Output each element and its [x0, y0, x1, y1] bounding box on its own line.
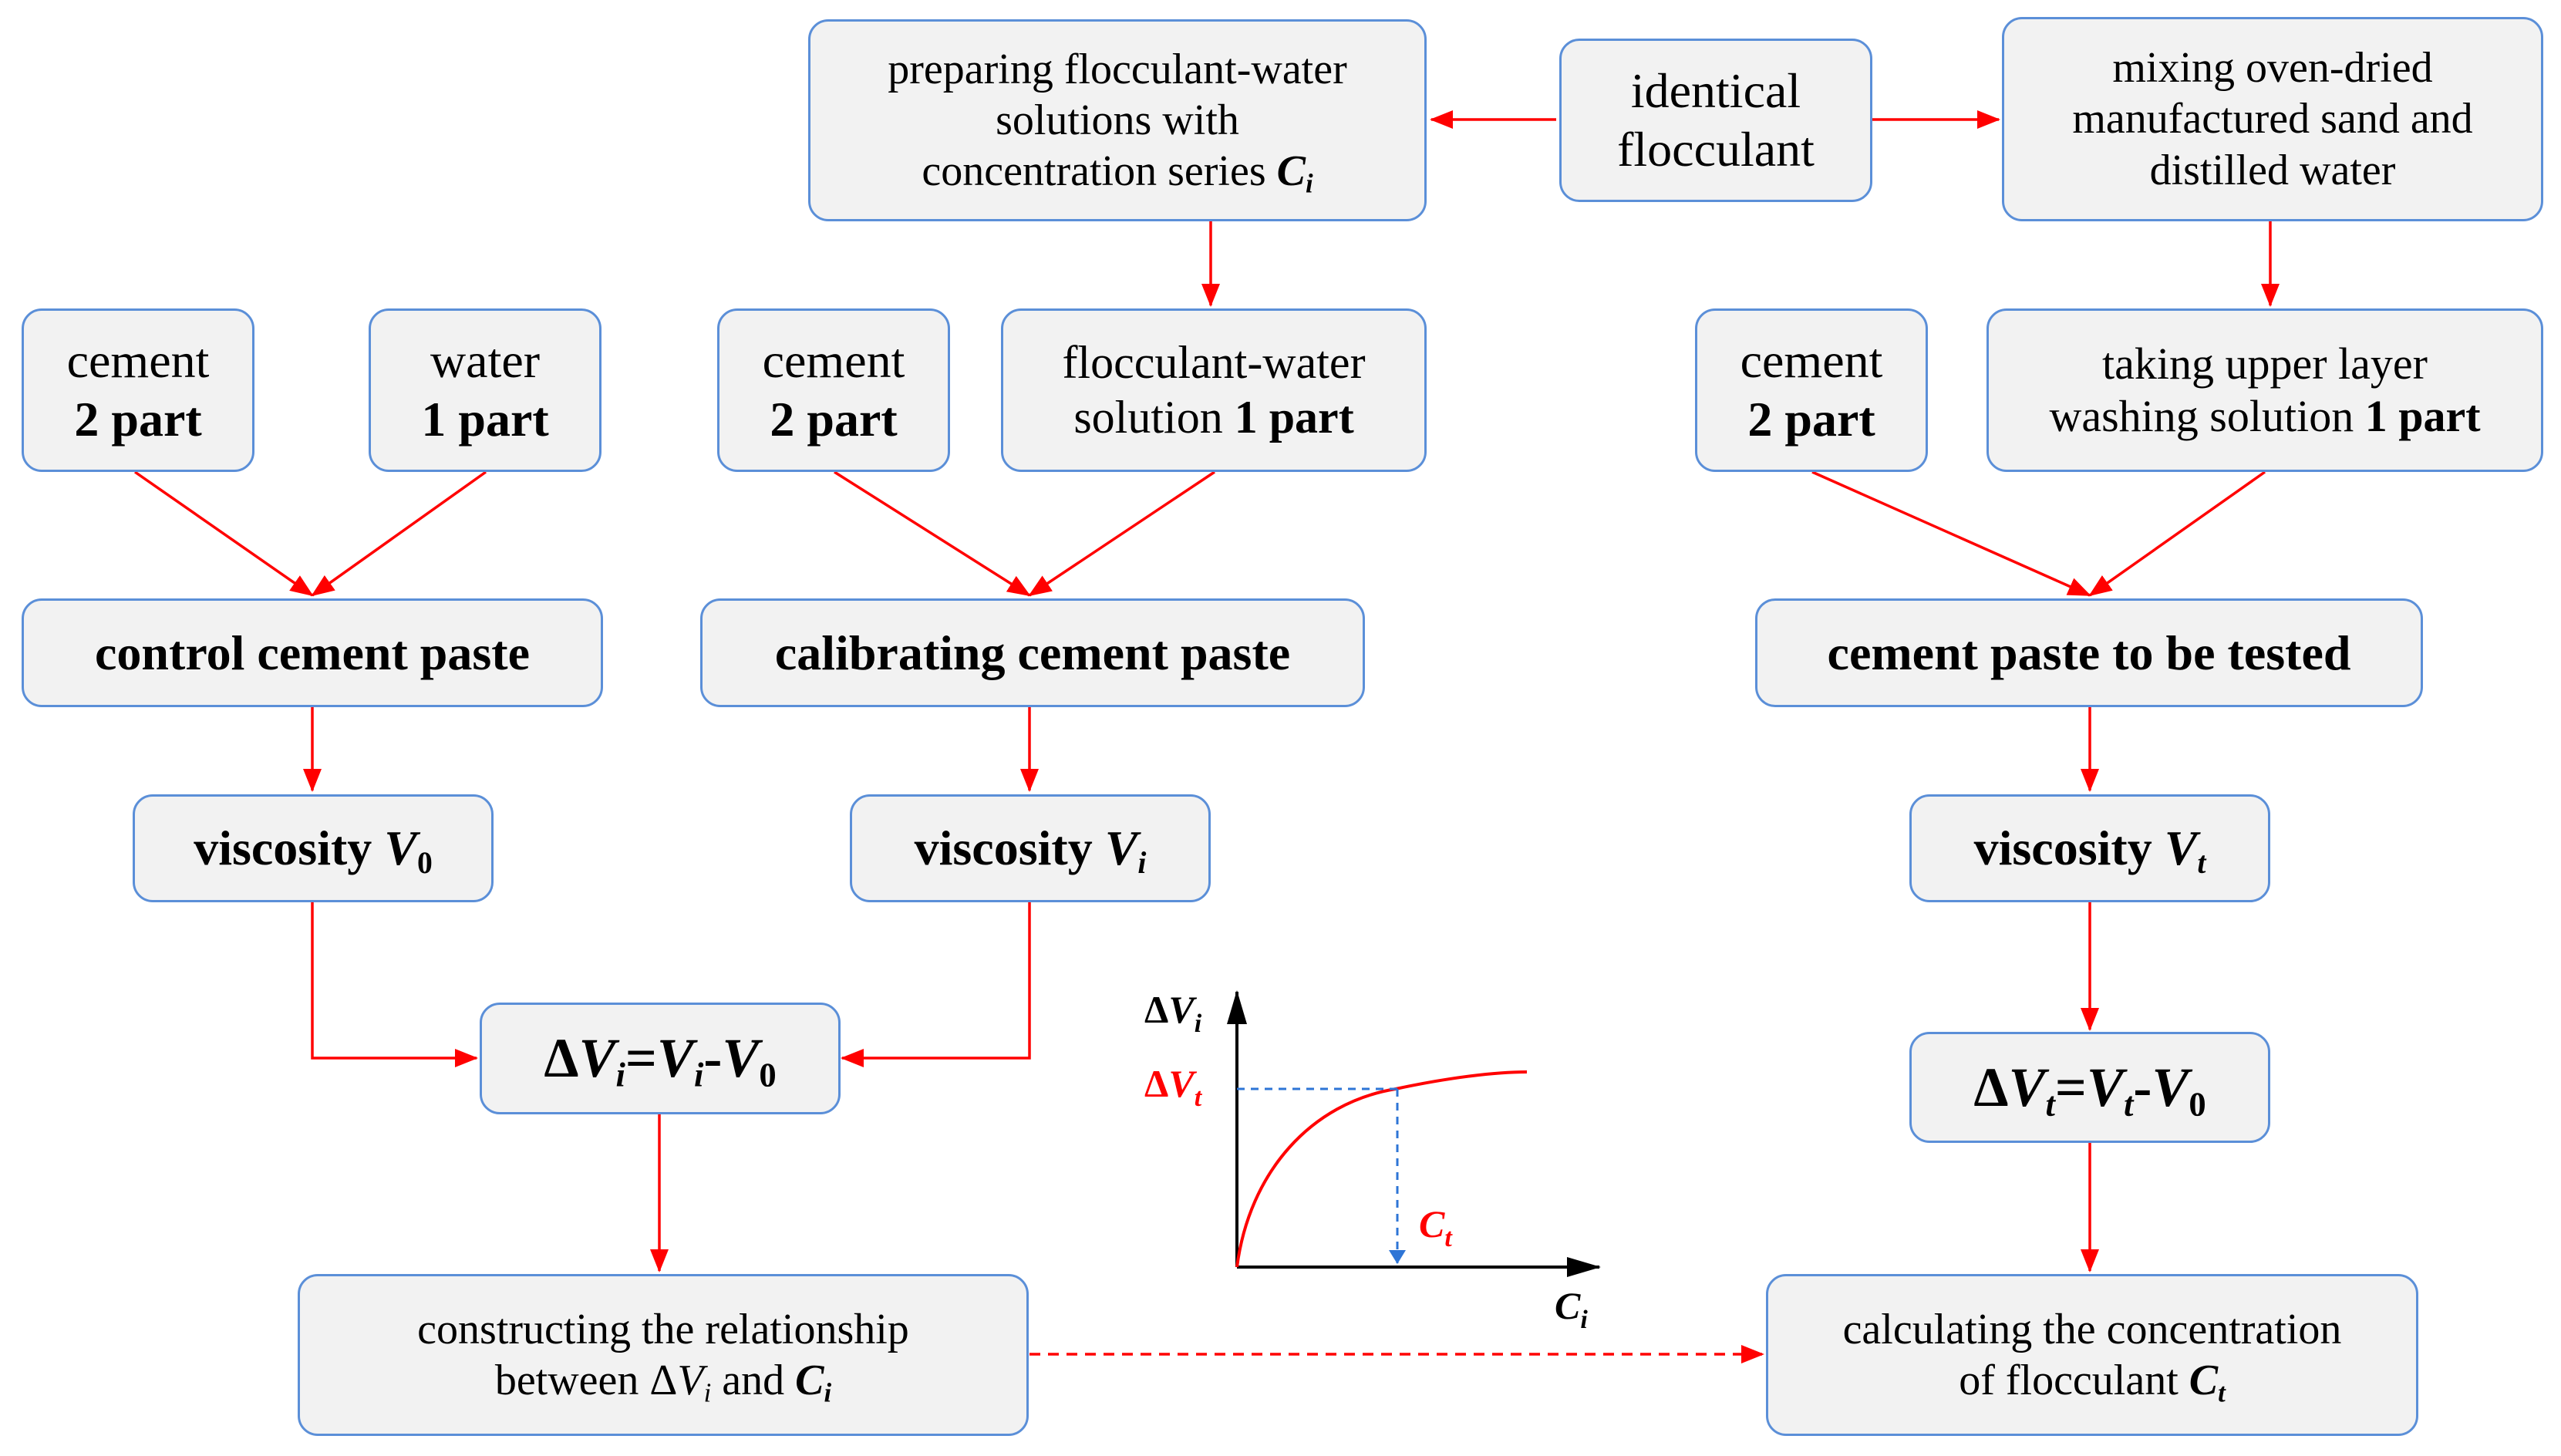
tested-paste-box: cement paste to be tested — [1755, 598, 2423, 707]
arrow-cement-c-to-tested — [1811, 470, 2091, 597]
mixing-line-2: manufactured sand and — [2072, 95, 2473, 143]
viscosity-vt-box: viscosity Vt — [1909, 794, 2270, 902]
mini-chart-x-axis-label: Ci — [1555, 1284, 1588, 1334]
washing-solution-box: taking upper layer washing solution 1 pa… — [1986, 308, 2543, 472]
mini-chart-curve — [1235, 1070, 1528, 1268]
water-input-box: water 1 part — [369, 308, 601, 472]
tested-paste-label: cement paste to be tested — [1827, 625, 2351, 680]
calibrating-paste-box: calibrating cement paste — [700, 598, 1365, 707]
arrow-cement-b-to-calibrating — [834, 470, 1031, 597]
cement-b-amount: 2 part — [770, 392, 898, 447]
arrow-washing-to-tested — [2088, 470, 2266, 597]
viscosity-v0-label: viscosity V0 — [194, 821, 433, 881]
prepare-line-1: preparing flocculant-water — [888, 45, 1347, 93]
relationship-box: constructing the relationship between ΔV… — [298, 1274, 1029, 1436]
water-amount: 1 part — [421, 392, 549, 447]
washing-line-1: taking upper layer — [2102, 338, 2428, 389]
calculating-line-1: calculating the concentration — [1842, 1305, 2342, 1353]
prepare-line-2: solutions with — [996, 96, 1239, 144]
identical-line-1: identical — [1630, 63, 1801, 119]
arrow-v0-to-delta-i — [311, 902, 478, 1067]
cement-input-box-b: cement 2 part — [717, 308, 950, 472]
cement-input-box-a: cement 2 part — [22, 308, 254, 472]
viscosity-vi-box: viscosity Vi — [850, 794, 1211, 902]
flocculant-solution-line-2: solution 1 part — [1073, 392, 1354, 443]
arrow-solution-to-calibrating — [1028, 470, 1215, 597]
delta-vt-equation-box: ΔVt=Vt-V0 — [1909, 1032, 2270, 1143]
prepare-line-3: concentration series Ci — [922, 147, 1313, 199]
cement-a-amount: 2 part — [74, 392, 202, 447]
arrow-water-to-control — [311, 470, 487, 597]
prepare-solutions-box: preparing flocculant-water solutions wit… — [808, 19, 1427, 221]
delta-vi-equation-box: ΔVi=Vi-V0 — [480, 1003, 841, 1114]
cement-c-amount: 2 part — [1747, 392, 1875, 447]
calculating-box: calculating the concentration of floccul… — [1766, 1274, 2418, 1436]
delta-vi-equation: ΔVi=Vi-V0 — [544, 1027, 777, 1094]
relationship-line-2: between ΔVi and Ci — [494, 1357, 832, 1408]
mini-chart-y-axis-label: ΔVi — [1144, 988, 1202, 1038]
flocculant-solution-box: flocculant-water solution 1 part — [1001, 308, 1427, 472]
relationship-line-1: constructing the relationship — [417, 1305, 909, 1353]
cement-input-box-c: cement 2 part — [1695, 308, 1928, 472]
viscosity-vi-label: viscosity Vi — [914, 821, 1147, 881]
control-paste-box: control cement paste — [22, 598, 603, 707]
delta-vt-equation: ΔVt=Vt-V0 — [1973, 1056, 2206, 1123]
viscosity-v0-box: viscosity V0 — [133, 794, 494, 902]
calibrating-paste-label: calibrating cement paste — [774, 625, 1291, 680]
flocculant-solution-line-1: flocculant-water — [1062, 337, 1366, 389]
arrow-vi-to-delta-i — [841, 902, 1031, 1067]
mixing-line-3: distilled water — [2149, 146, 2396, 194]
mixing-sand-box: mixing oven-dried manufactured sand and … — [2002, 17, 2543, 221]
identical-line-2: flocculant — [1617, 122, 1815, 177]
cement-b-label: cement — [762, 333, 905, 389]
calculating-line-2: of flocculant Ct — [1959, 1357, 2226, 1408]
cement-a-label: cement — [66, 333, 210, 389]
mixing-line-1: mixing oven-dried — [2112, 44, 2433, 93]
mini-chart-vt-label: ΔVt — [1144, 1062, 1203, 1112]
water-label: water — [430, 333, 541, 389]
identical-flocculant-box: identical flocculant — [1559, 39, 1872, 202]
viscosity-vt-label: viscosity Vt — [1973, 821, 2206, 881]
mini-chart: ΔVi ΔVt Ct Ci — [1144, 988, 1601, 1334]
washing-line-2: washing solution 1 part — [2049, 391, 2481, 441]
cement-c-label: cement — [1740, 333, 1883, 389]
mini-chart-ct-label: Ct — [1419, 1202, 1453, 1252]
control-paste-label: control cement paste — [95, 625, 530, 680]
arrow-cement-a-to-control — [134, 470, 314, 597]
